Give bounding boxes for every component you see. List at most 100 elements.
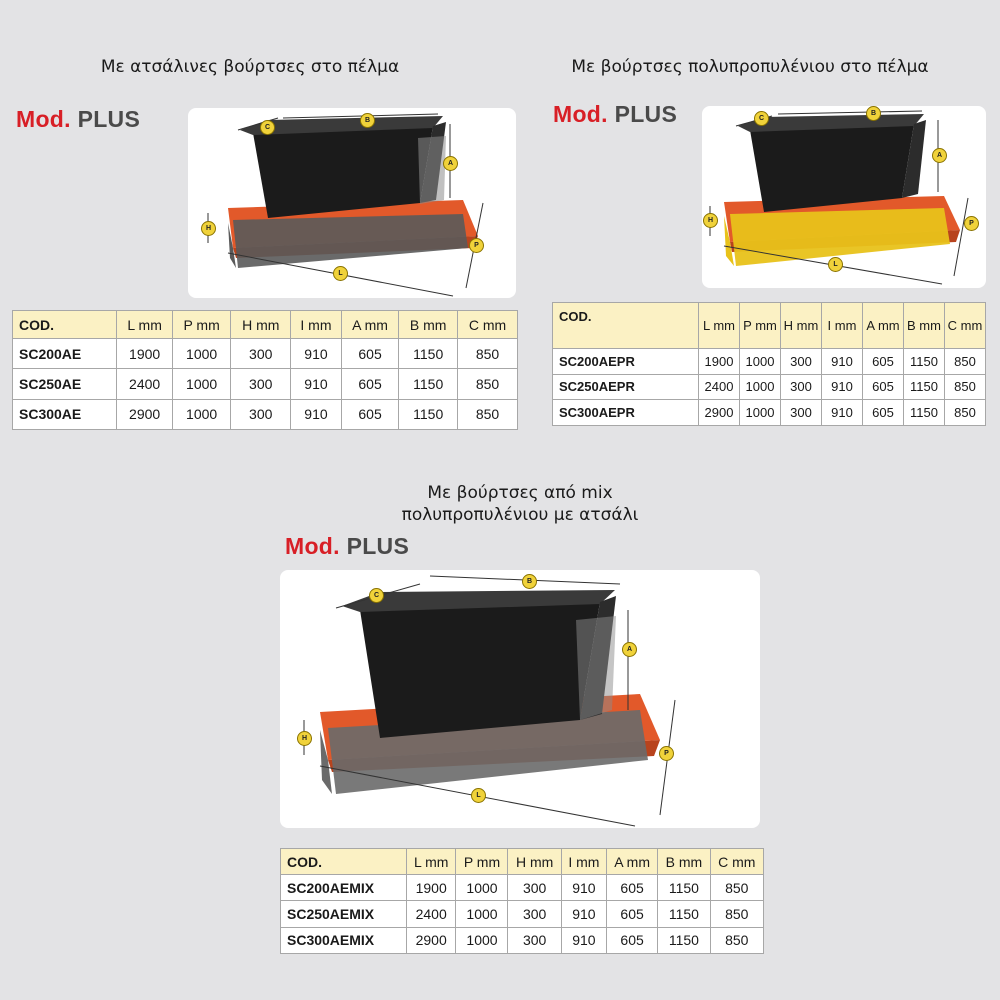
table-cell: 1000 bbox=[455, 900, 509, 928]
table-cell: 2900 bbox=[405, 926, 457, 955]
table-cell: 1000 bbox=[455, 873, 509, 902]
mod-prefix: Mod. bbox=[16, 106, 71, 132]
table-cell: 1000 bbox=[171, 368, 232, 400]
table-row: SC250AEPR 2400 1000 300 910 605 1150 850 bbox=[552, 373, 986, 401]
table-cell: 850 bbox=[709, 926, 765, 955]
table-row: SC250AEMIX 2400 1000 300 910 605 1150 85… bbox=[280, 900, 765, 928]
dim-label-b: B bbox=[360, 113, 375, 128]
product-code: SC300AE bbox=[11, 398, 118, 431]
table-cell: 605 bbox=[340, 368, 400, 400]
product-code: SC200AEPR bbox=[552, 348, 699, 375]
table-cell: 1150 bbox=[903, 348, 945, 375]
col-header: I mm bbox=[290, 310, 342, 339]
table-row: SC300AE 2900 1000 300 910 605 1150 850 bbox=[11, 398, 518, 431]
table-cell: 850 bbox=[709, 873, 765, 902]
table-cell: 1150 bbox=[657, 926, 711, 955]
table-cell: 850 bbox=[457, 368, 518, 400]
sweeper-illustration bbox=[207, 113, 484, 297]
dim-label-h: H bbox=[297, 731, 312, 746]
col-header: L mm bbox=[405, 848, 457, 875]
product-code: SC250AEPR bbox=[552, 373, 699, 401]
section-3-title-line-1: Με βούρτσες από mix bbox=[427, 483, 613, 503]
table-cell: 910 bbox=[290, 368, 342, 400]
table-cell: 910 bbox=[821, 399, 863, 426]
mod-name: PLUS bbox=[346, 533, 410, 559]
table-cell: 300 bbox=[230, 398, 292, 431]
dim-label-b: B bbox=[522, 574, 537, 589]
table-cell: 910 bbox=[290, 398, 342, 431]
table-cell: 605 bbox=[862, 399, 904, 426]
table-cell: 2400 bbox=[405, 900, 457, 928]
section-1-model: Mod. PLUS bbox=[16, 106, 140, 133]
table-cell: 2400 bbox=[116, 368, 173, 400]
sweeper-illustration bbox=[709, 110, 969, 285]
table-cell: 605 bbox=[862, 373, 904, 401]
table-cell: 1000 bbox=[171, 337, 232, 370]
mod-prefix: Mod. bbox=[285, 533, 340, 559]
table-cell: 910 bbox=[560, 873, 607, 902]
col-header: C mm bbox=[709, 848, 765, 875]
dim-label-p: P bbox=[469, 238, 484, 253]
section-2-title: Με βούρτσες πολυπροπυλένιου στο πέλμα bbox=[571, 57, 929, 77]
table-cell: 2900 bbox=[116, 398, 173, 431]
section-1-spec-table: COD. L mm P mm H mm I mm A mm B mm C mm … bbox=[11, 310, 518, 431]
table-row: SC200AE 1900 1000 300 910 605 1150 850 bbox=[11, 337, 518, 370]
dim-label-a: A bbox=[443, 156, 458, 171]
table-cell: 1000 bbox=[455, 926, 509, 955]
product-code: SC300AEPR bbox=[552, 399, 699, 426]
table-cell: 300 bbox=[230, 368, 292, 400]
table-row: SC300AEPR 2900 1000 300 910 605 1150 850 bbox=[552, 399, 986, 426]
section-3-product-photo: C B A H P L bbox=[280, 570, 760, 828]
table-cell: 1900 bbox=[405, 873, 457, 902]
dim-label-b: B bbox=[866, 106, 881, 121]
table-cell: 1000 bbox=[739, 399, 781, 426]
mod-name: PLUS bbox=[614, 101, 678, 127]
table-cell: 1150 bbox=[398, 368, 459, 400]
dim-label-p: P bbox=[659, 746, 674, 761]
col-header: C mm bbox=[457, 310, 518, 339]
col-header: L mm bbox=[698, 302, 740, 349]
product-code: SC200AEMIX bbox=[280, 873, 407, 902]
table-cell: 850 bbox=[709, 900, 765, 928]
table-cell: 605 bbox=[862, 348, 904, 375]
table-cell: 300 bbox=[507, 873, 562, 902]
col-header: H mm bbox=[230, 310, 292, 339]
product-code: SC250AEMIX bbox=[280, 900, 407, 928]
table-cell: 300 bbox=[507, 926, 562, 955]
table-cell: 910 bbox=[290, 337, 342, 370]
dim-label-l: L bbox=[471, 788, 486, 803]
table-cell: 850 bbox=[457, 337, 518, 370]
table-cell: 1150 bbox=[903, 399, 945, 426]
table-cell: 1150 bbox=[657, 900, 711, 928]
table-cell: 300 bbox=[780, 399, 822, 426]
table-cell: 2400 bbox=[698, 373, 740, 401]
bristles bbox=[724, 208, 950, 266]
product-code: SC200AE bbox=[11, 337, 118, 370]
product-code: SC300AEMIX bbox=[280, 926, 407, 955]
table-cell: 1150 bbox=[398, 398, 459, 431]
section-3-title: Με βούρτσες από mix πολυπροπυλένιου με α… bbox=[300, 482, 740, 526]
col-header: B mm bbox=[657, 848, 711, 875]
table-cell: 1150 bbox=[903, 373, 945, 401]
dim-label-c: C bbox=[754, 111, 769, 126]
table-row: SC300AEMIX 2900 1000 300 910 605 1150 85… bbox=[280, 926, 765, 955]
table-cell: 910 bbox=[821, 348, 863, 375]
table-cell: 300 bbox=[230, 337, 292, 370]
table-cell: 605 bbox=[340, 398, 400, 431]
col-header: COD. bbox=[11, 310, 118, 339]
col-header: B mm bbox=[398, 310, 459, 339]
table-cell: 1000 bbox=[739, 373, 781, 401]
mod-prefix: Mod. bbox=[553, 101, 608, 127]
col-header: L mm bbox=[116, 310, 173, 339]
table-cell: 300 bbox=[507, 900, 562, 928]
col-header: P mm bbox=[455, 848, 509, 875]
dim-label-a: A bbox=[932, 148, 947, 163]
sweeper-illustration bbox=[303, 575, 676, 827]
table-cell: 605 bbox=[605, 873, 659, 902]
table-cell: 910 bbox=[821, 373, 863, 401]
dim-label-c: C bbox=[260, 120, 275, 135]
col-header: COD. bbox=[552, 302, 699, 349]
dim-label-l: L bbox=[333, 266, 348, 281]
table-cell: 910 bbox=[560, 900, 607, 928]
mod-name: PLUS bbox=[77, 106, 141, 132]
